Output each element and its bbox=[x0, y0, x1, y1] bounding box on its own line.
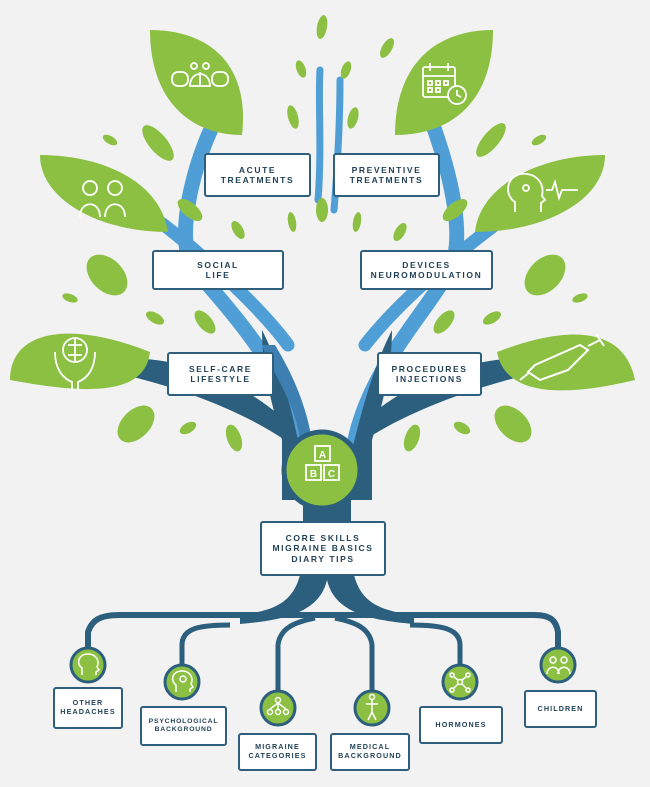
leaf-acute bbox=[150, 30, 244, 135]
label-acute-treatments: ACUTE TREATMENTS bbox=[204, 153, 311, 197]
label-migraine-categories: MIGRAINE CATEGORIES bbox=[238, 733, 317, 771]
head-brain-icon bbox=[69, 646, 107, 684]
label-hormones: HORMONES bbox=[419, 706, 503, 744]
label-line: SOCIAL bbox=[197, 259, 239, 270]
label-line: TREATMENTS bbox=[349, 175, 424, 185]
label-self-care-lifestyle: SELF-CARE LIFESTYLE bbox=[167, 352, 274, 396]
core-node: A B C bbox=[281, 429, 363, 511]
leaf-self-care bbox=[10, 333, 150, 390]
label-line: NEUROMODULATION bbox=[370, 270, 483, 280]
leaf-preventive bbox=[395, 30, 493, 135]
small-leaves bbox=[62, 15, 588, 452]
brain-pills-icon bbox=[171, 62, 229, 87]
label-line: PREVENTIVE bbox=[351, 164, 422, 175]
block-b-letter: B bbox=[310, 469, 317, 480]
calendar-clock-icon bbox=[422, 63, 467, 105]
label-line: TREATMENTS bbox=[220, 175, 295, 185]
label-line: ACUTE bbox=[238, 164, 277, 175]
label-line: MIGRAINE BASICS bbox=[272, 543, 374, 554]
label-line: BACKGROUND bbox=[338, 751, 402, 760]
label-line: INJECTIONS bbox=[395, 374, 463, 384]
label-medical-background: MEDICAL BACKGROUND bbox=[330, 733, 410, 771]
label-line: MEDICAL bbox=[349, 742, 391, 752]
people-icon bbox=[79, 180, 126, 218]
label-line: DEVICES bbox=[402, 259, 451, 270]
syringe-icon bbox=[519, 333, 605, 382]
label-devices-neuromodulation: DEVICES NEUROMODULATION bbox=[360, 250, 493, 290]
children-icon bbox=[539, 646, 577, 684]
label-preventive-treatments: PREVENTIVE TREATMENTS bbox=[333, 153, 440, 197]
abc-blocks-icon bbox=[305, 445, 340, 481]
label-line: PROCEDURES bbox=[391, 363, 468, 374]
label-core-skills: CORE SKILLS MIGRAINE BASICS DIARY TIPS bbox=[260, 521, 386, 576]
label-line: DIARY TIPS bbox=[291, 553, 355, 564]
label-line: LIFE bbox=[205, 270, 231, 280]
label-line: MIGRAINE bbox=[255, 742, 300, 752]
leaf-devices bbox=[475, 155, 605, 232]
label-line: CATEGORIES bbox=[248, 751, 307, 760]
head-bulb-icon bbox=[163, 663, 201, 701]
block-a-letter: A bbox=[319, 450, 326, 461]
label-line: LIFESTYLE bbox=[190, 374, 251, 384]
label-line: SELF-CARE bbox=[188, 363, 253, 374]
root-icons bbox=[69, 646, 577, 727]
label-line: OTHER bbox=[72, 698, 104, 708]
label-line: BACKGROUND bbox=[154, 726, 213, 733]
hands-brain-icon bbox=[54, 337, 96, 390]
label-line: PSYCHOLOGICAL bbox=[148, 717, 219, 725]
label-procedures-injections: PROCEDURES INJECTIONS bbox=[377, 352, 482, 396]
head-signal-icon bbox=[507, 172, 578, 212]
label-line: CHILDREN bbox=[537, 703, 584, 713]
label-social-life: SOCIAL LIFE bbox=[152, 250, 284, 290]
molecule-icon bbox=[441, 663, 479, 701]
label-line: CORE SKILLS bbox=[285, 533, 361, 544]
leaf-procedures bbox=[497, 333, 635, 391]
hierarchy-icon bbox=[259, 689, 297, 727]
leaf-social bbox=[40, 155, 168, 232]
body-icon bbox=[353, 689, 391, 727]
label-line: HORMONES bbox=[435, 719, 487, 729]
label-children: CHILDREN bbox=[524, 690, 597, 728]
label-line: HEADACHES bbox=[60, 707, 116, 716]
block-c-letter: C bbox=[328, 469, 335, 480]
label-psychological-background: PSYCHOLOGICAL BACKGROUND bbox=[140, 706, 227, 746]
label-other-headaches: OTHER HEADACHES bbox=[53, 687, 123, 729]
